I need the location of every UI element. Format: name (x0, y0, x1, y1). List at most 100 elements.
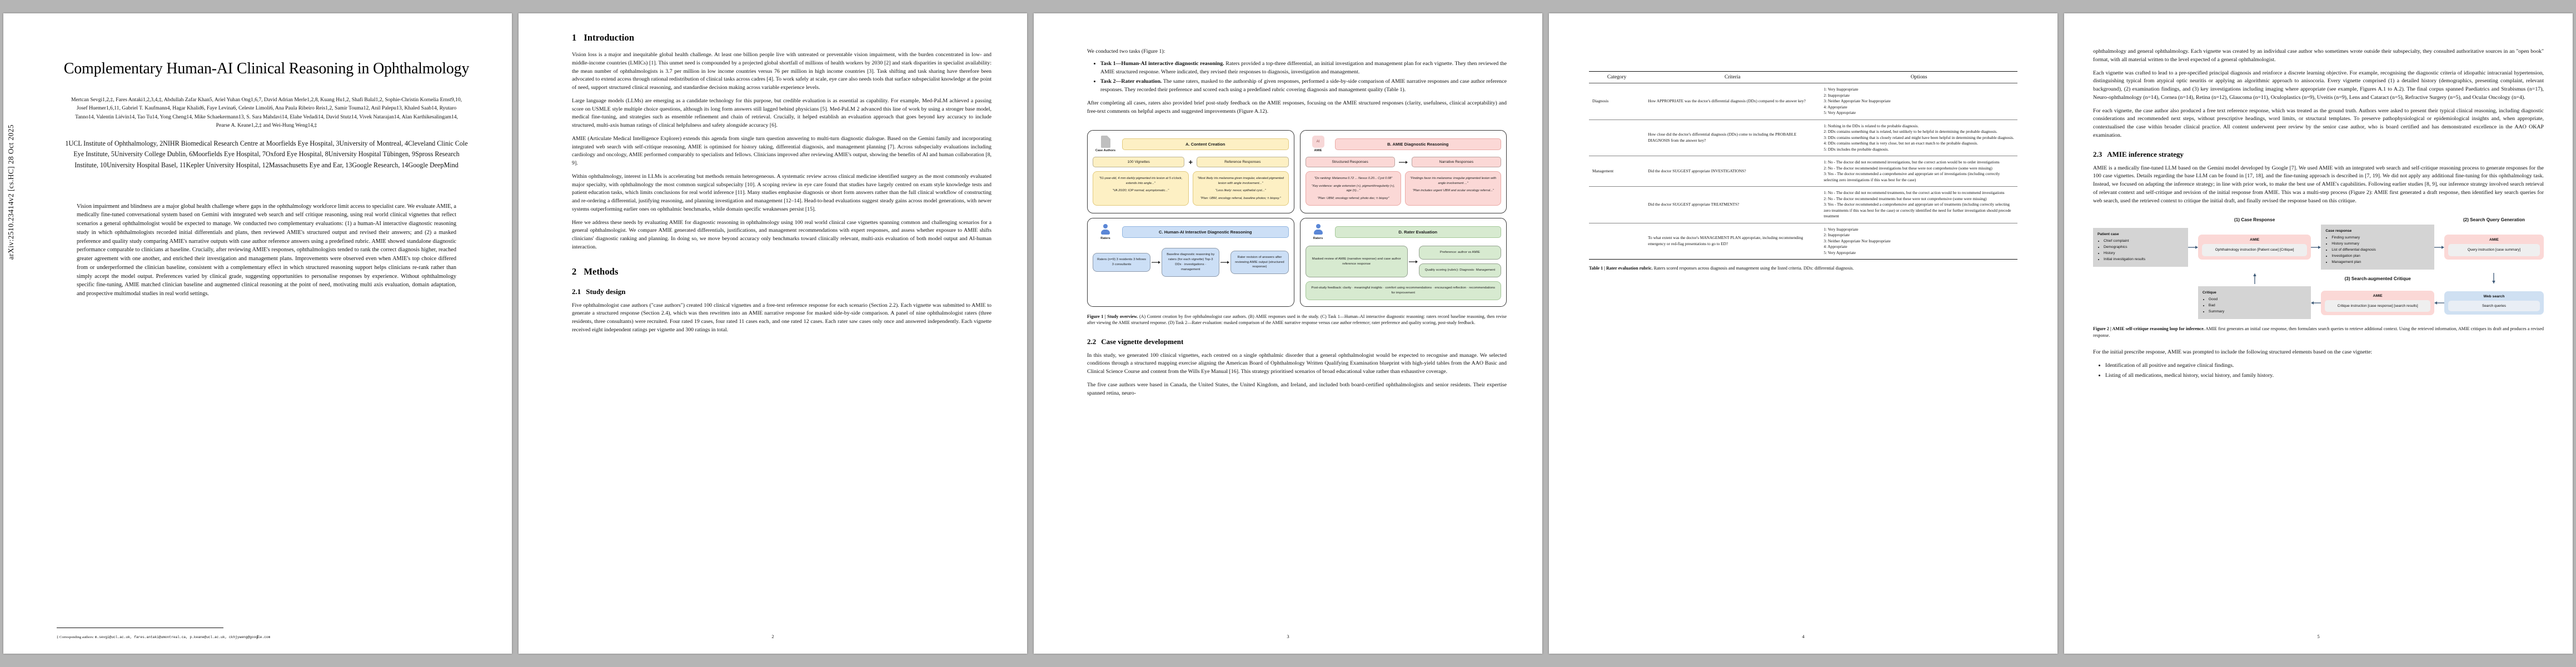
panel-a-header: Case Authors A. Content Creation (1093, 136, 1289, 152)
intro-paragraph: AMIE (Articulate Medical Intelligence Ex… (572, 135, 991, 166)
subsection-label: AMIE inference strategy (2107, 150, 2184, 158)
task1-text: Raters provided a top-three differential… (1100, 60, 1507, 75)
raters-icon-group-c: Raters (1093, 223, 1118, 240)
list-item: Demographics (2104, 245, 2184, 250)
page-number: 1 (256, 634, 259, 639)
card-line: "VA 20/20; IOP normal; asymptomatic..." (1112, 189, 1169, 193)
corresponding-author-footnote: ‡ Corresponding authors: m.sevgi@ucl.ac.… (57, 635, 270, 639)
option-line: 4: DDx contains something that is very c… (1823, 141, 1978, 146)
figure-2: (1) Case Response (2) Search Query Gener… (2093, 217, 2544, 339)
figure-1-grid: Case Authors A. Content Creation 100 Vig… (1087, 130, 1507, 307)
page-1: arXiv:2510.23414v2 [cs.HC] 28 Oct 2025 C… (3, 13, 512, 654)
ai-icon: AI (1312, 136, 1324, 148)
list-item: Summary (2209, 309, 2307, 315)
chip-vignettes: 100 Vignettes (1093, 157, 1185, 168)
cell-criteria: Did the doctor SUGGEST appropriate INVES… (1648, 168, 1746, 173)
person-icon (1312, 223, 1324, 236)
panel-b-icon-label: AMIE (1314, 149, 1322, 153)
list-item: Finding summary (2331, 235, 2430, 241)
case-dev-continued-paragraph: ophthalmology and general ophthalmology.… (2093, 48, 2544, 63)
figure-panel-a: Case Authors A. Content Creation 100 Vig… (1087, 130, 1294, 214)
tasks-intro: We conducted two tasks (Figure 1): (1087, 48, 1165, 54)
list-item-task1: Task 1—Human-AI interactive diagnostic r… (1100, 60, 1507, 77)
patient-case-list: Chief complaint Demographics History Ini… (2097, 238, 2184, 262)
page-title: Complementary Human-AI Clinical Reasonin… (63, 60, 470, 77)
panel-d-icon-label: Raters (1313, 237, 1323, 241)
flow-baseline-box: Baseline diagnostic reasoning by raters … (1162, 248, 1220, 277)
chip-narrative-responses: Narrative Responses (1411, 157, 1501, 168)
figure-1-caption: Figure 1 | Study overview. (A) Content c… (1087, 313, 1507, 326)
table-1-caption: Table 1 | Rater evaluation rubric. Rater… (1589, 265, 2017, 271)
arxiv-stamp: arXiv:2510.23414v2 [cs.HC] 28 Oct 2025 (7, 125, 15, 260)
amie-query-instruction-text: Query instruction [case summary] (2448, 244, 2540, 257)
card-line: "51-year-old, 4 mm darkly pigmented iris… (1099, 177, 1183, 185)
figure-2-step3-title: (3) Search-augmented Critique (2344, 276, 2411, 281)
list-item: Identification of all positive and negat… (2105, 362, 2544, 370)
cell-criteria: How APPROPRIATE was the doctor's differe… (1648, 98, 1806, 103)
arrow-right-icon (2434, 245, 2444, 250)
card-reference-example: "Most likely iris melanoma given irregul… (1192, 171, 1289, 206)
arrow-right-icon (1152, 260, 1161, 265)
page-5-content: ophthalmology and general ophthalmology.… (2064, 13, 2573, 380)
column-header-criteria: Criteria (1724, 74, 1741, 80)
table-row: Management Did the doctor SUGGEST approp… (1589, 156, 2017, 187)
option-line: 4: Appropriate (1823, 244, 1847, 249)
figure-2-amie-box-3: AMIE Critique instruction [case response… (2321, 290, 2434, 316)
cell-criteria: To what extent was the doctor's MANAGEME… (1648, 235, 1803, 246)
figure-1-caption-label: Figure 1 | Study overview. (1087, 313, 1138, 319)
arrow-left-icon (2311, 301, 2321, 305)
critique-list: Good Bad Summary (2203, 297, 2307, 315)
card-structured-example: "Dx ranking: Melanoma 0.72 ... Nevus 0.2… (1305, 171, 1402, 206)
subsection-heading-case-development: 2.2 Case vignette development (1087, 337, 1507, 346)
plus-icon: + (1188, 158, 1193, 167)
figure-2-bottom-row: Critique Good Bad Summary AMIE Critique … (2093, 286, 2544, 320)
task2-label: Task 2—Rater evaluation. (1100, 78, 1162, 85)
panel-d-outputs: Preference: author vs AMIE Quality scori… (1418, 246, 1501, 277)
web-search-label: Web search (2483, 294, 2505, 298)
cell-category (1589, 223, 1645, 260)
section-label: Methods (584, 266, 619, 277)
subsection-number: 2.1 (572, 287, 581, 296)
figure-panel-d: Raters D. Rater Evaluation Masked review… (1299, 218, 1507, 307)
list-item: List of differential diagnosis (2331, 247, 2430, 253)
rubric-table-body: Diagnosis How APPROPRIATE was the doctor… (1589, 83, 2017, 260)
panel-d-feedback-note: Post-study feedback: clarity · meaningfu… (1305, 281, 1501, 300)
case-response-title: Case response (2325, 229, 2352, 233)
card-line: "Dx ranking: Melanoma 0.72 ... Nevus 0.2… (1314, 177, 1393, 181)
inference-strategy-paragraph: AMIE is a medically fine-tuned LLM based… (2093, 165, 2544, 204)
cell-options: 1: No - The doctor did not recommend tre… (1820, 187, 2017, 223)
list-item: Management plan (2331, 260, 2430, 265)
figure-2-patient-case-box: Patient case Chief complaint Demographic… (2093, 227, 2188, 267)
arrow-right-icon (1408, 246, 1418, 277)
list-item: History (2104, 251, 2184, 256)
task2-text: The same raters, masked to the authorshi… (1100, 78, 1507, 93)
footnote-emails: m.sevgi@ucl.ac.uk, fares.antaki@umontrea… (94, 635, 271, 639)
figure-2-caption-label: Figure 2 | AMIE self-critique reasoning … (2093, 326, 2205, 332)
abstract: Vision impairment and blindness are a ma… (77, 202, 456, 298)
subsection-number: 2.2 (1087, 337, 1097, 346)
structured-elements-list: Identification of all positive and negat… (2093, 362, 2544, 380)
list-item: Bad (2209, 303, 2307, 308)
intro-paragraph: Vision loss is a major and inequitable g… (572, 52, 991, 91)
figure-2-amie-box-1: AMIE Ophthalmology instruction [Patient … (2198, 235, 2311, 260)
panel-b-chip-row: Structured Responses Narrative Responses (1305, 157, 1501, 168)
list-item: Good (2209, 297, 2307, 302)
intro-paragraph: Large language models (LLMs) are emergin… (572, 97, 991, 128)
arrow-left-icon (2434, 301, 2444, 305)
cell-options: 1: Very Inappropriate 2: Inappropriate 3… (1820, 223, 2017, 260)
panel-b-banner: B. AMIE Diagnostic Reasoning (1334, 138, 1501, 150)
section-number: 1 (572, 32, 577, 43)
abstract-text: Vision impairment and blindness are a ma… (77, 203, 456, 297)
option-line: 2: Inappropriate (1823, 92, 1850, 98)
figure-2-critique-box: Critique Good Bad Summary (2198, 286, 2311, 320)
page-number: 2 (771, 634, 774, 639)
panel-d-flow: Masked review of AMIE (narrative respons… (1305, 246, 1501, 277)
subsection-label: Case vignette development (1101, 337, 1184, 346)
panel-d-banner: D. Rater Evaluation (1334, 226, 1501, 238)
patient-case-title: Patient case (2097, 232, 2119, 236)
figure-panel-b: AI AMIE B. AMIE Diagnostic Reasoning Str… (1299, 130, 1507, 214)
table-row: Did the doctor SUGGEST appropriate TREAT… (1589, 187, 2017, 223)
